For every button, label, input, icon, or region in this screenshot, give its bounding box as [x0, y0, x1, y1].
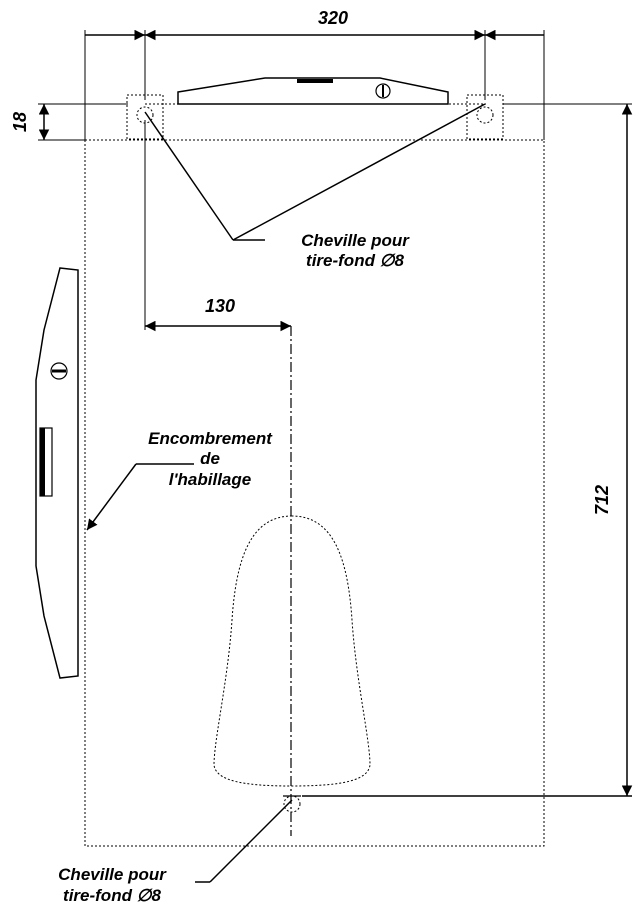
cover-label-line2: de	[200, 449, 220, 468]
cover-label-line1: Encombrement	[148, 429, 273, 448]
side-profile	[35, 267, 79, 679]
bottom-plug-leader	[195, 799, 293, 883]
dimension-320: 320	[84, 8, 545, 140]
bottom-plug-label-line2: tire-fond ∅8	[63, 886, 161, 905]
cover-label-line3: l'habillage	[169, 470, 251, 489]
dimension-712-label: 712	[592, 485, 612, 515]
bowl-outline	[213, 515, 371, 787]
dimension-18: 18	[10, 103, 128, 141]
dimension-130-label: 130	[205, 296, 235, 316]
dimension-320-label: 320	[318, 8, 348, 28]
dimension-18-label: 18	[10, 112, 30, 132]
dimension-130: 130	[144, 120, 291, 332]
top-plug-label-line1: Cheville pour	[301, 231, 410, 250]
plug-bottom	[283, 795, 301, 813]
top-plug-label-line2: tire-fond ∅8	[306, 251, 404, 270]
top-plug-leaders	[144, 103, 486, 241]
cover-leader	[86, 463, 194, 531]
top-bracket	[177, 77, 449, 105]
cover-outline	[84, 139, 545, 847]
dimension-712: 712	[302, 103, 633, 797]
bottom-plug-label-line1: Cheville pour	[58, 865, 167, 884]
plug-top-right	[466, 94, 504, 140]
